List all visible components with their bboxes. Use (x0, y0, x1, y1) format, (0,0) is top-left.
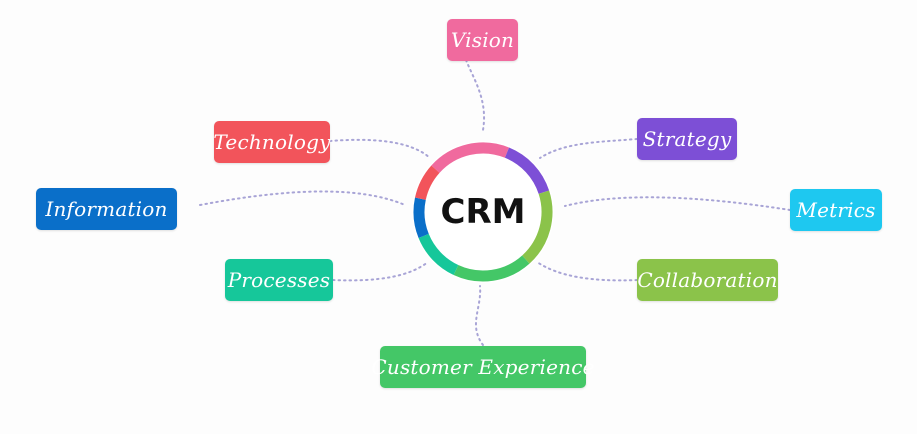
node-strategy: Strategy (637, 118, 737, 160)
node-collaboration: Collaboration (637, 259, 778, 301)
node-information-label: Information (45, 197, 168, 221)
node-metrics-label: Metrics (796, 198, 876, 222)
node-vision: Vision (447, 19, 518, 61)
connector-collaboration (536, 261, 638, 282)
node-processes-label: Processes (227, 268, 331, 292)
ring-segment (415, 165, 440, 201)
crm-hub-ring (412, 141, 554, 283)
node-technology: Technology (213, 121, 331, 163)
connector-technology (329, 138, 431, 159)
connector-strategy (539, 138, 638, 159)
connector-customer-experience (475, 285, 484, 346)
node-customer-experience-label: Customer Experience (371, 355, 595, 379)
node-collaboration-label: Collaboration (637, 268, 778, 292)
node-information: Information (36, 188, 177, 230)
ring-segment (413, 197, 429, 239)
node-vision-label: Vision (450, 28, 515, 52)
node-technology-label: Technology (213, 130, 331, 154)
ring-segment (418, 233, 459, 275)
node-customer-experience: Customer Experience (371, 346, 594, 388)
connector-vision (465, 59, 485, 131)
node-metrics: Metrics (790, 189, 882, 231)
connector-metrics (564, 196, 791, 211)
hub-label: CRM (440, 192, 526, 232)
connector-information (199, 190, 406, 206)
ring-segment (522, 190, 553, 264)
ring-segment (504, 147, 550, 195)
node-strategy-label: Strategy (642, 127, 732, 151)
ring-segment (453, 255, 530, 282)
node-processes: Processes (225, 259, 333, 301)
ring-segment (431, 142, 510, 174)
